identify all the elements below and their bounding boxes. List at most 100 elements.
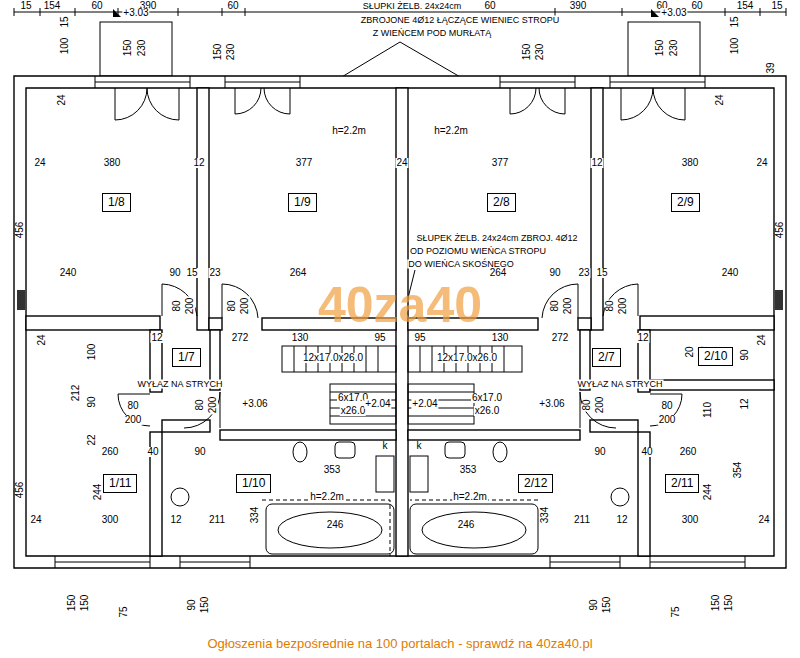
dimension-label: 200 [185,297,195,316]
dimension-label: 12 [169,515,182,525]
room-number: 2/10 [704,349,727,363]
dimension-label: 334 [250,506,260,525]
dimension-label: 150 [711,594,721,613]
dimension-label: 80 [126,401,139,411]
dimension-label: 390 [569,1,588,11]
room-number-box: 1/7 [172,348,201,367]
dimension-label: 260 [101,447,120,457]
dimension-label: 80 [582,398,592,411]
dimension-label: 12x17.0x26.0 [302,353,364,363]
room-number: 1/10 [242,476,265,490]
dimension-label: 15 [60,15,70,28]
dimension-label: 60 [90,1,103,11]
dimension-label: 24 [757,515,770,525]
dimension-label: 90 [168,268,181,278]
dimension-label: 90 [740,348,750,361]
dimension-label: 150 [123,39,133,58]
dimension-label: 75 [119,605,129,618]
dimension-label: 150 [655,39,665,58]
room-number-box: 1/8 [102,193,131,212]
dimension-label: 20 [685,345,695,358]
dimension-label: 60 [483,1,496,11]
watermark: 40za40 [317,280,483,330]
dimension-label: 300 [101,515,120,525]
dimension-label: 130 [291,333,310,343]
dimension-label: 150 [80,594,90,613]
dimension-label: 90 [593,447,606,457]
room-number-box: 2/9 [671,193,700,212]
dimension-label: 150 [522,43,532,62]
annotation-note: Z WIEŃCEM POD MURŁATĄ [372,29,492,38]
room-number-box: 2/7 [592,348,621,367]
dimension-label: 40 [640,447,653,457]
dimension-label: 154 [736,1,755,11]
dimension-label: 100 [60,37,70,56]
dimension-label: 90 [548,268,561,278]
dimension-label: 264 [489,268,508,278]
room-number-box: 2/11 [665,474,699,493]
dimension-label: 24 [757,333,767,346]
dimension-label: 15 [770,1,783,11]
dimension-label: +3.03 [660,8,687,18]
dimension-label: 23 [577,268,590,278]
dimension-label: 12x17.0x26.0 [436,353,498,363]
room-number-box: 1/11 [103,474,137,493]
dimension-label: 60 [690,1,703,11]
dimension-label: 15 [185,268,198,278]
dimension-label: 12 [615,515,628,525]
dimension-label: 456 [775,221,785,240]
dimension-label: 22 [87,433,97,446]
dimension-label: 150 [602,596,612,615]
dimension-label: 260 [679,447,698,457]
dimension-label: 246 [326,520,345,530]
annotation-note: WYŁAZ NA STRYCH [577,380,664,389]
room-number: 1/7 [178,350,195,364]
dimension-label: 211 [573,515,591,525]
room-number-box: 2/12 [518,474,553,493]
dimension-label: 100 [730,37,740,56]
dimension-label: 244 [93,483,103,502]
dimension-label: k [382,441,389,451]
room-number: 1/8 [108,195,125,209]
dimension-label: 200 [563,297,573,316]
room-number: 1/9 [294,195,311,209]
dimension-label: 334 [540,506,550,525]
room-number-box: 2/10 [698,347,733,366]
dimension-label: 24 [755,158,768,168]
dimension-label: 200 [208,396,218,415]
dimension-label: 150 [67,594,77,613]
dimension-label: +3.06 [538,399,565,409]
dimension-label: 246 [457,520,476,530]
dimension-label: +2.04 [364,399,391,409]
room-number: 2/8 [493,195,510,209]
dimension-label: 200 [618,297,628,316]
dimension-label: 24 [33,158,46,168]
dimension-label: 110 [703,401,713,419]
dimension-label: 90 [589,598,599,611]
dimension-label: 15 [595,268,608,278]
dimension-label: 377 [295,158,314,168]
dimension-label: 90 [87,395,97,408]
dimension-label: 12 [150,333,163,343]
dimension-label: 15 [19,1,32,11]
dimension-label: 95 [413,333,426,343]
room-number-box: 1/10 [236,474,271,493]
annotation-note: WYŁAZ NA STRYCH [137,380,224,389]
dimension-label: 60 [226,1,239,11]
dimension-label: 200 [658,415,677,425]
dimension-label: 80 [227,299,237,312]
dimension-label: 12 [636,333,649,343]
dimension-label: 90 [193,447,206,457]
dimension-label: 80 [605,299,615,312]
dimension-label: 12 [590,158,603,168]
dimension-label: 40 [146,447,159,457]
dimension-label: 39 [766,61,776,74]
dimension-label: 380 [681,158,700,168]
dimension-label: 6x17.0 [471,393,503,403]
dimension-label: 240 [59,268,78,278]
dimension-label: +3.06 [241,399,268,409]
dimension-label: +2.04 [411,399,438,409]
dimension-label: 12 [740,397,750,410]
dimension-label: 456 [15,221,25,240]
